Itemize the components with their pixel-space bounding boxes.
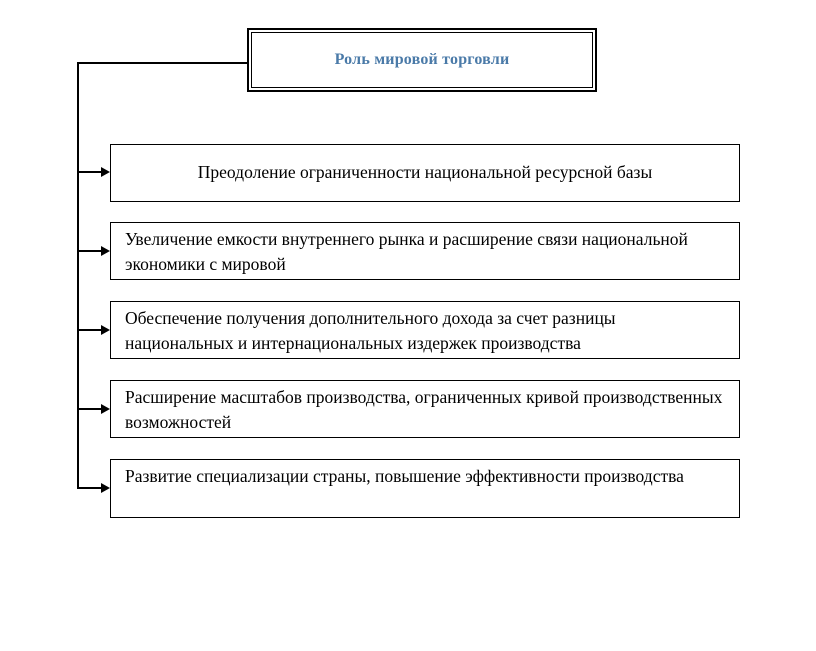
diagram-title: Роль мировой торговли [334,51,510,68]
arrow-right-icon [101,483,110,493]
diagram-node-market-capacity: Увеличение емкости внутреннего рынка и р… [110,222,740,280]
connector-branch-line [77,329,103,331]
arrow-right-icon [101,167,110,177]
connector-branch-line [77,408,103,410]
connector-branch-line [77,171,103,173]
node-label: Расширение масштабов производства, огран… [125,387,723,433]
connector-vertical-line [77,62,79,488]
node-label: Развитие специализации страны, повышение… [125,466,684,486]
arrow-right-icon [101,404,110,414]
node-label: Обеспечение получения дополнительного до… [125,308,616,354]
connector-top-horizontal-line [77,62,247,64]
diagram-node-additional-income: Обеспечение получения дополнительного до… [110,301,740,359]
diagram-node-resource-base: Преодоление ограниченности национальной … [110,144,740,202]
arrow-right-icon [101,325,110,335]
arrow-right-icon [101,246,110,256]
diagram-node-production-scale: Расширение масштабов производства, огран… [110,380,740,438]
node-label: Увеличение емкости внутреннего рынка и р… [125,229,688,275]
node-label: Преодоление ограниченности национальной … [197,162,653,183]
diagram-title-inner-border: Роль мировой торговли [251,32,593,88]
connector-branch-line [77,487,103,489]
diagram-node-specialization: Развитие специализации страны, повышение… [110,459,740,518]
diagram-title-box: Роль мировой торговли [247,28,597,92]
connector-branch-line [77,250,103,252]
